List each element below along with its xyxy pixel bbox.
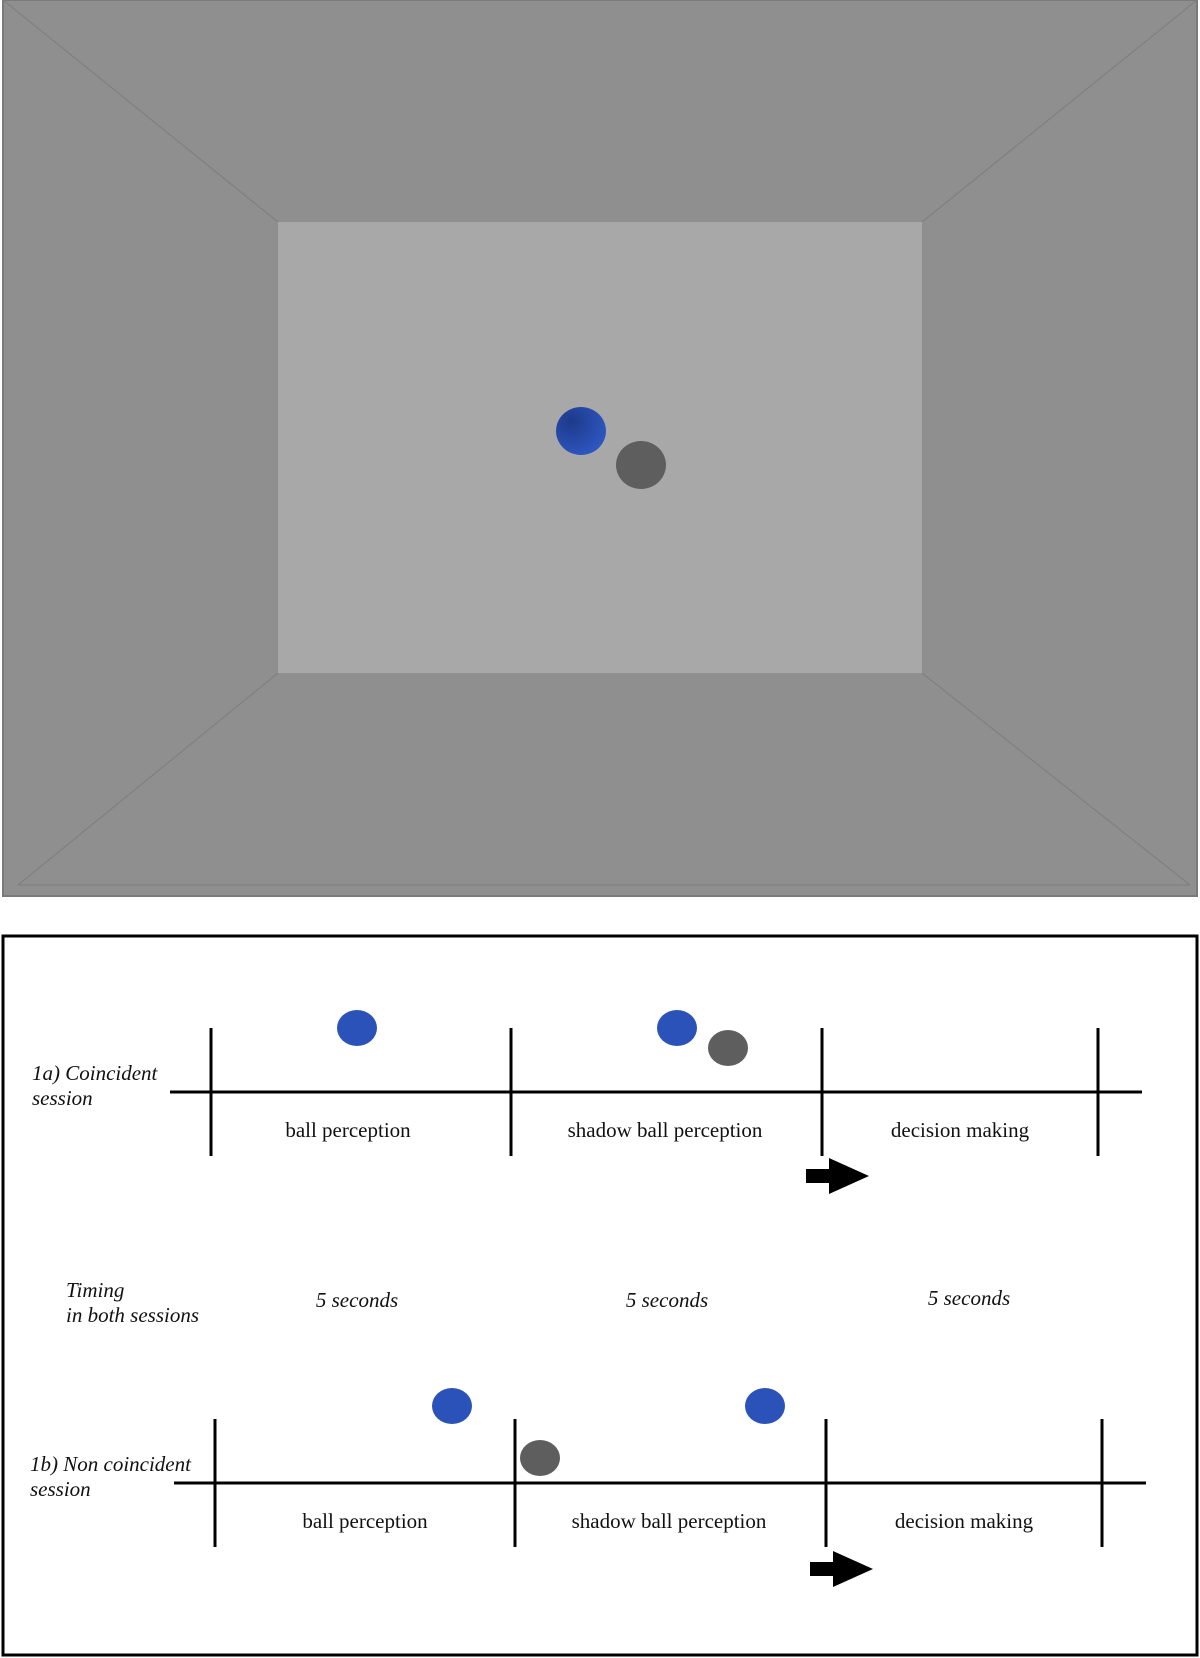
timing-duration: 5 seconds	[626, 1288, 708, 1312]
blue-ball	[657, 1010, 697, 1046]
panel-frame	[1, 934, 1199, 1657]
session-coincident: 1a) Coincident session ball perception s…	[32, 1010, 1142, 1194]
phase-label: ball perception	[285, 1118, 411, 1142]
phase-label: ball perception	[302, 1509, 428, 1533]
room-back-wall	[278, 222, 922, 673]
phase-label: shadow ball perception	[572, 1509, 767, 1533]
right-arrow-icon	[806, 1158, 869, 1194]
room-edge-top-left	[2, 0, 279, 223]
blue-ball	[745, 1388, 785, 1424]
blue-ball	[337, 1010, 377, 1046]
room-view	[2, 0, 1198, 897]
timing-label-line2: in both sessions	[66, 1303, 199, 1327]
phase-label: decision making	[891, 1118, 1030, 1142]
shadow-ball	[708, 1030, 748, 1066]
session-non-coincident: 1b) Non coincident session ball percepti…	[30, 1388, 1146, 1587]
right-arrow-icon	[810, 1551, 873, 1587]
session-label: 1b) Non coincident	[30, 1452, 192, 1476]
timing-duration: 5 seconds	[316, 1288, 398, 1312]
blue-ball	[432, 1388, 472, 1424]
room-blue-ball	[556, 407, 606, 455]
timeline-panel: 1a) Coincident session ball perception s…	[1, 934, 1199, 1657]
timing-duration: 5 seconds	[928, 1286, 1010, 1310]
timing-row: Timing in both sessions 5 seconds 5 seco…	[66, 1278, 1010, 1327]
phase-label: decision making	[895, 1509, 1034, 1533]
session-label-line2: session	[32, 1086, 93, 1110]
room-shadow-ball	[616, 441, 666, 489]
room-edge-bottom-right	[921, 672, 1191, 886]
room-edge-top-right	[921, 0, 1198, 223]
session-label: 1a) Coincident	[32, 1061, 159, 1085]
shadow-ball	[520, 1440, 560, 1476]
phase-label: shadow ball perception	[568, 1118, 763, 1142]
session-label-line2: session	[30, 1477, 91, 1501]
room-edge-bottom-left	[17, 672, 279, 886]
timing-label: Timing	[66, 1278, 124, 1302]
